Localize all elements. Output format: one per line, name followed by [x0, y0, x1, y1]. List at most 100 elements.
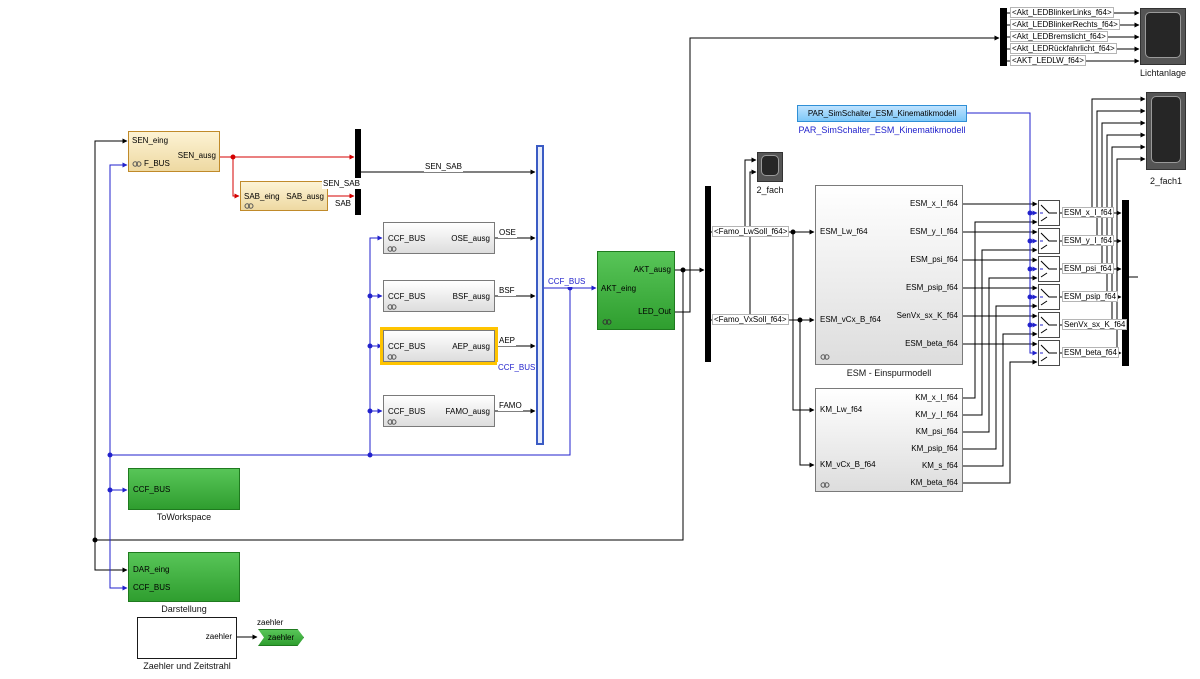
block-name: 2_fach1: [1149, 176, 1183, 186]
library-link-icon: [387, 304, 397, 310]
signal-label: CCF_BUS: [547, 276, 587, 287]
par-simschalter-block[interactable]: PAR_SimSchalter_ESM_Kinematikmodell: [797, 105, 967, 122]
block-name: PAR_SimSchalter_ESM_Kinematikmodell: [798, 125, 966, 135]
switch-icon: [1040, 204, 1057, 222]
port-label: ESM_Lw_f64: [820, 227, 868, 236]
port-label: BSF_ausg: [452, 292, 490, 301]
sab-subsystem[interactable]: SAB_eing SAB_ausg: [240, 181, 328, 211]
switch-icon: [1040, 260, 1057, 278]
port-label: CCF_BUS: [388, 234, 426, 243]
port-label: AKT_eing: [601, 284, 637, 293]
signal-label: <Akt_LEDBlinkerLinks_f64>: [1010, 7, 1114, 18]
sen-subsystem[interactable]: SEN_eing SEN_ausg F_BUS: [128, 131, 220, 172]
scope-lichtanlage[interactable]: [1140, 8, 1186, 65]
port-label: CCF_BUS: [388, 407, 426, 416]
port-label: ESM_y_I_f64: [909, 227, 958, 236]
port-label: zaehler: [205, 632, 232, 641]
goto-tag-text: zaehler: [267, 633, 295, 642]
library-link-icon: [244, 203, 254, 209]
black-wires: [92, 10, 1146, 640]
goto-tag-zaehler[interactable]: zaehler: [258, 629, 304, 646]
akt-bus-selector[interactable]: [705, 186, 711, 362]
library-link-icon: [132, 161, 142, 167]
port-label: ESM_x_I_f64: [909, 199, 958, 208]
signal-label: zaehler: [256, 617, 285, 628]
switch-block[interactable]: [1038, 284, 1060, 310]
scope-screen: [761, 155, 779, 176]
switch-block[interactable]: [1038, 340, 1060, 366]
block-name: Lichtanlage: [1139, 68, 1187, 78]
port-label: KM_Lw_f64: [820, 405, 863, 414]
port-label: AEP_ausg: [452, 342, 490, 351]
port-label: KM_psip_f64: [911, 444, 958, 453]
block-name: SEN_SAB: [322, 178, 361, 189]
mux-sen-sab[interactable]: [355, 129, 361, 215]
port-label: KM_x_I_f64: [915, 393, 958, 402]
right-bus-creator[interactable]: [1122, 200, 1129, 366]
zaehler-block[interactable]: zaehler: [137, 617, 237, 659]
port-label: FAMO_ausg: [445, 407, 490, 416]
signal-label: <Famo_VxSoll_f64>: [712, 314, 789, 325]
switch-icon: [1040, 232, 1057, 250]
ose-subsystem[interactable]: CCF_BUS OSE_ausg: [383, 222, 495, 254]
block-name: CCF_BUS: [497, 362, 537, 373]
port-label: SAB_ausg: [286, 192, 324, 201]
library-link-icon: [602, 319, 612, 325]
block-name: Darstellung: [161, 604, 207, 614]
darstellung-block[interactable]: DAR_eing CCF_BUS: [128, 552, 240, 602]
port-label: KM_y_I_f64: [915, 410, 958, 419]
signal-label: <Akt_LEDBremslicht_f64>: [1010, 31, 1108, 42]
switch-block[interactable]: [1038, 256, 1060, 282]
port-label: ESM_beta_f64: [905, 339, 958, 348]
port-label: ESM_psip_f64: [905, 283, 958, 292]
library-link-icon: [387, 419, 397, 425]
scope-2fach1[interactable]: [1146, 92, 1186, 170]
port-label: ESM_psi_f64: [910, 255, 958, 264]
scope-screen: [1145, 12, 1181, 58]
port-label: KM_s_f64: [921, 461, 958, 470]
signal-label: <Famo_LwSoll_f64>: [712, 226, 790, 237]
signal-label: FAMO: [498, 400, 523, 411]
signal-label: <Akt_LEDRückfahrlicht_f64>: [1010, 43, 1117, 54]
blue-wires: [107, 112, 1038, 591]
switch-block[interactable]: [1038, 228, 1060, 254]
esm-subsystem[interactable]: ESM_Lw_f64 ESM_vCx_B_f64 ESM_x_I_f64 ESM…: [815, 185, 963, 365]
toworkspace-block[interactable]: CCF_BUS: [128, 468, 240, 510]
signal-label: <AKT_LEDLW_f64>: [1010, 55, 1086, 66]
bsf-subsystem[interactable]: CCF_BUS BSF_ausg: [383, 280, 495, 312]
port-label: SEN_eing: [132, 136, 169, 145]
library-link-icon: [387, 354, 397, 360]
signal-label: SEN_SAB: [424, 161, 463, 172]
signal-label: BSF: [498, 285, 516, 296]
port-label: KM_beta_f64: [910, 478, 958, 487]
port-label: CCF_BUS: [388, 292, 426, 301]
signal-label: OSE: [498, 227, 517, 238]
port-label: SEN_ausg: [177, 151, 216, 160]
akt-subsystem[interactable]: AKT_ausg AKT_eing LED_Out: [597, 251, 675, 330]
port-label: LED_Out: [638, 307, 671, 316]
signal-label: ESM_psi_f64: [1062, 263, 1114, 274]
led-bus-selector[interactable]: [1000, 8, 1007, 66]
aep-subsystem-selected[interactable]: CCF_BUS AEP_ausg: [380, 327, 498, 365]
block-name: ESM - Einspurmodell: [846, 368, 932, 378]
ccf-bus-creator[interactable]: [536, 145, 544, 445]
library-link-icon: [820, 354, 830, 360]
scope-screen: [1151, 96, 1181, 163]
library-link-icon: [387, 246, 397, 252]
block-name: ToWorkspace: [156, 512, 212, 522]
signal-label: SAB: [334, 198, 353, 209]
km-subsystem[interactable]: KM_Lw_f64 KM_vCx_B_f64 KM_x_I_f64 KM_y_I…: [815, 388, 963, 492]
famo-subsystem[interactable]: CCF_BUS FAMO_ausg: [383, 395, 495, 427]
switch-block[interactable]: [1038, 200, 1060, 226]
signal-label: AEP: [498, 335, 517, 346]
port-label: KM_vCx_B_f64: [820, 460, 876, 469]
switch-icon: [1040, 344, 1057, 362]
block-name: 2_fach: [756, 185, 784, 195]
switch-block[interactable]: [1038, 312, 1060, 338]
library-link-icon: [820, 482, 830, 488]
red-wires: [220, 154, 355, 199]
port-label: CCF_BUS: [133, 583, 171, 592]
scope-2fach[interactable]: [757, 152, 783, 182]
switch-icon: [1040, 288, 1057, 306]
